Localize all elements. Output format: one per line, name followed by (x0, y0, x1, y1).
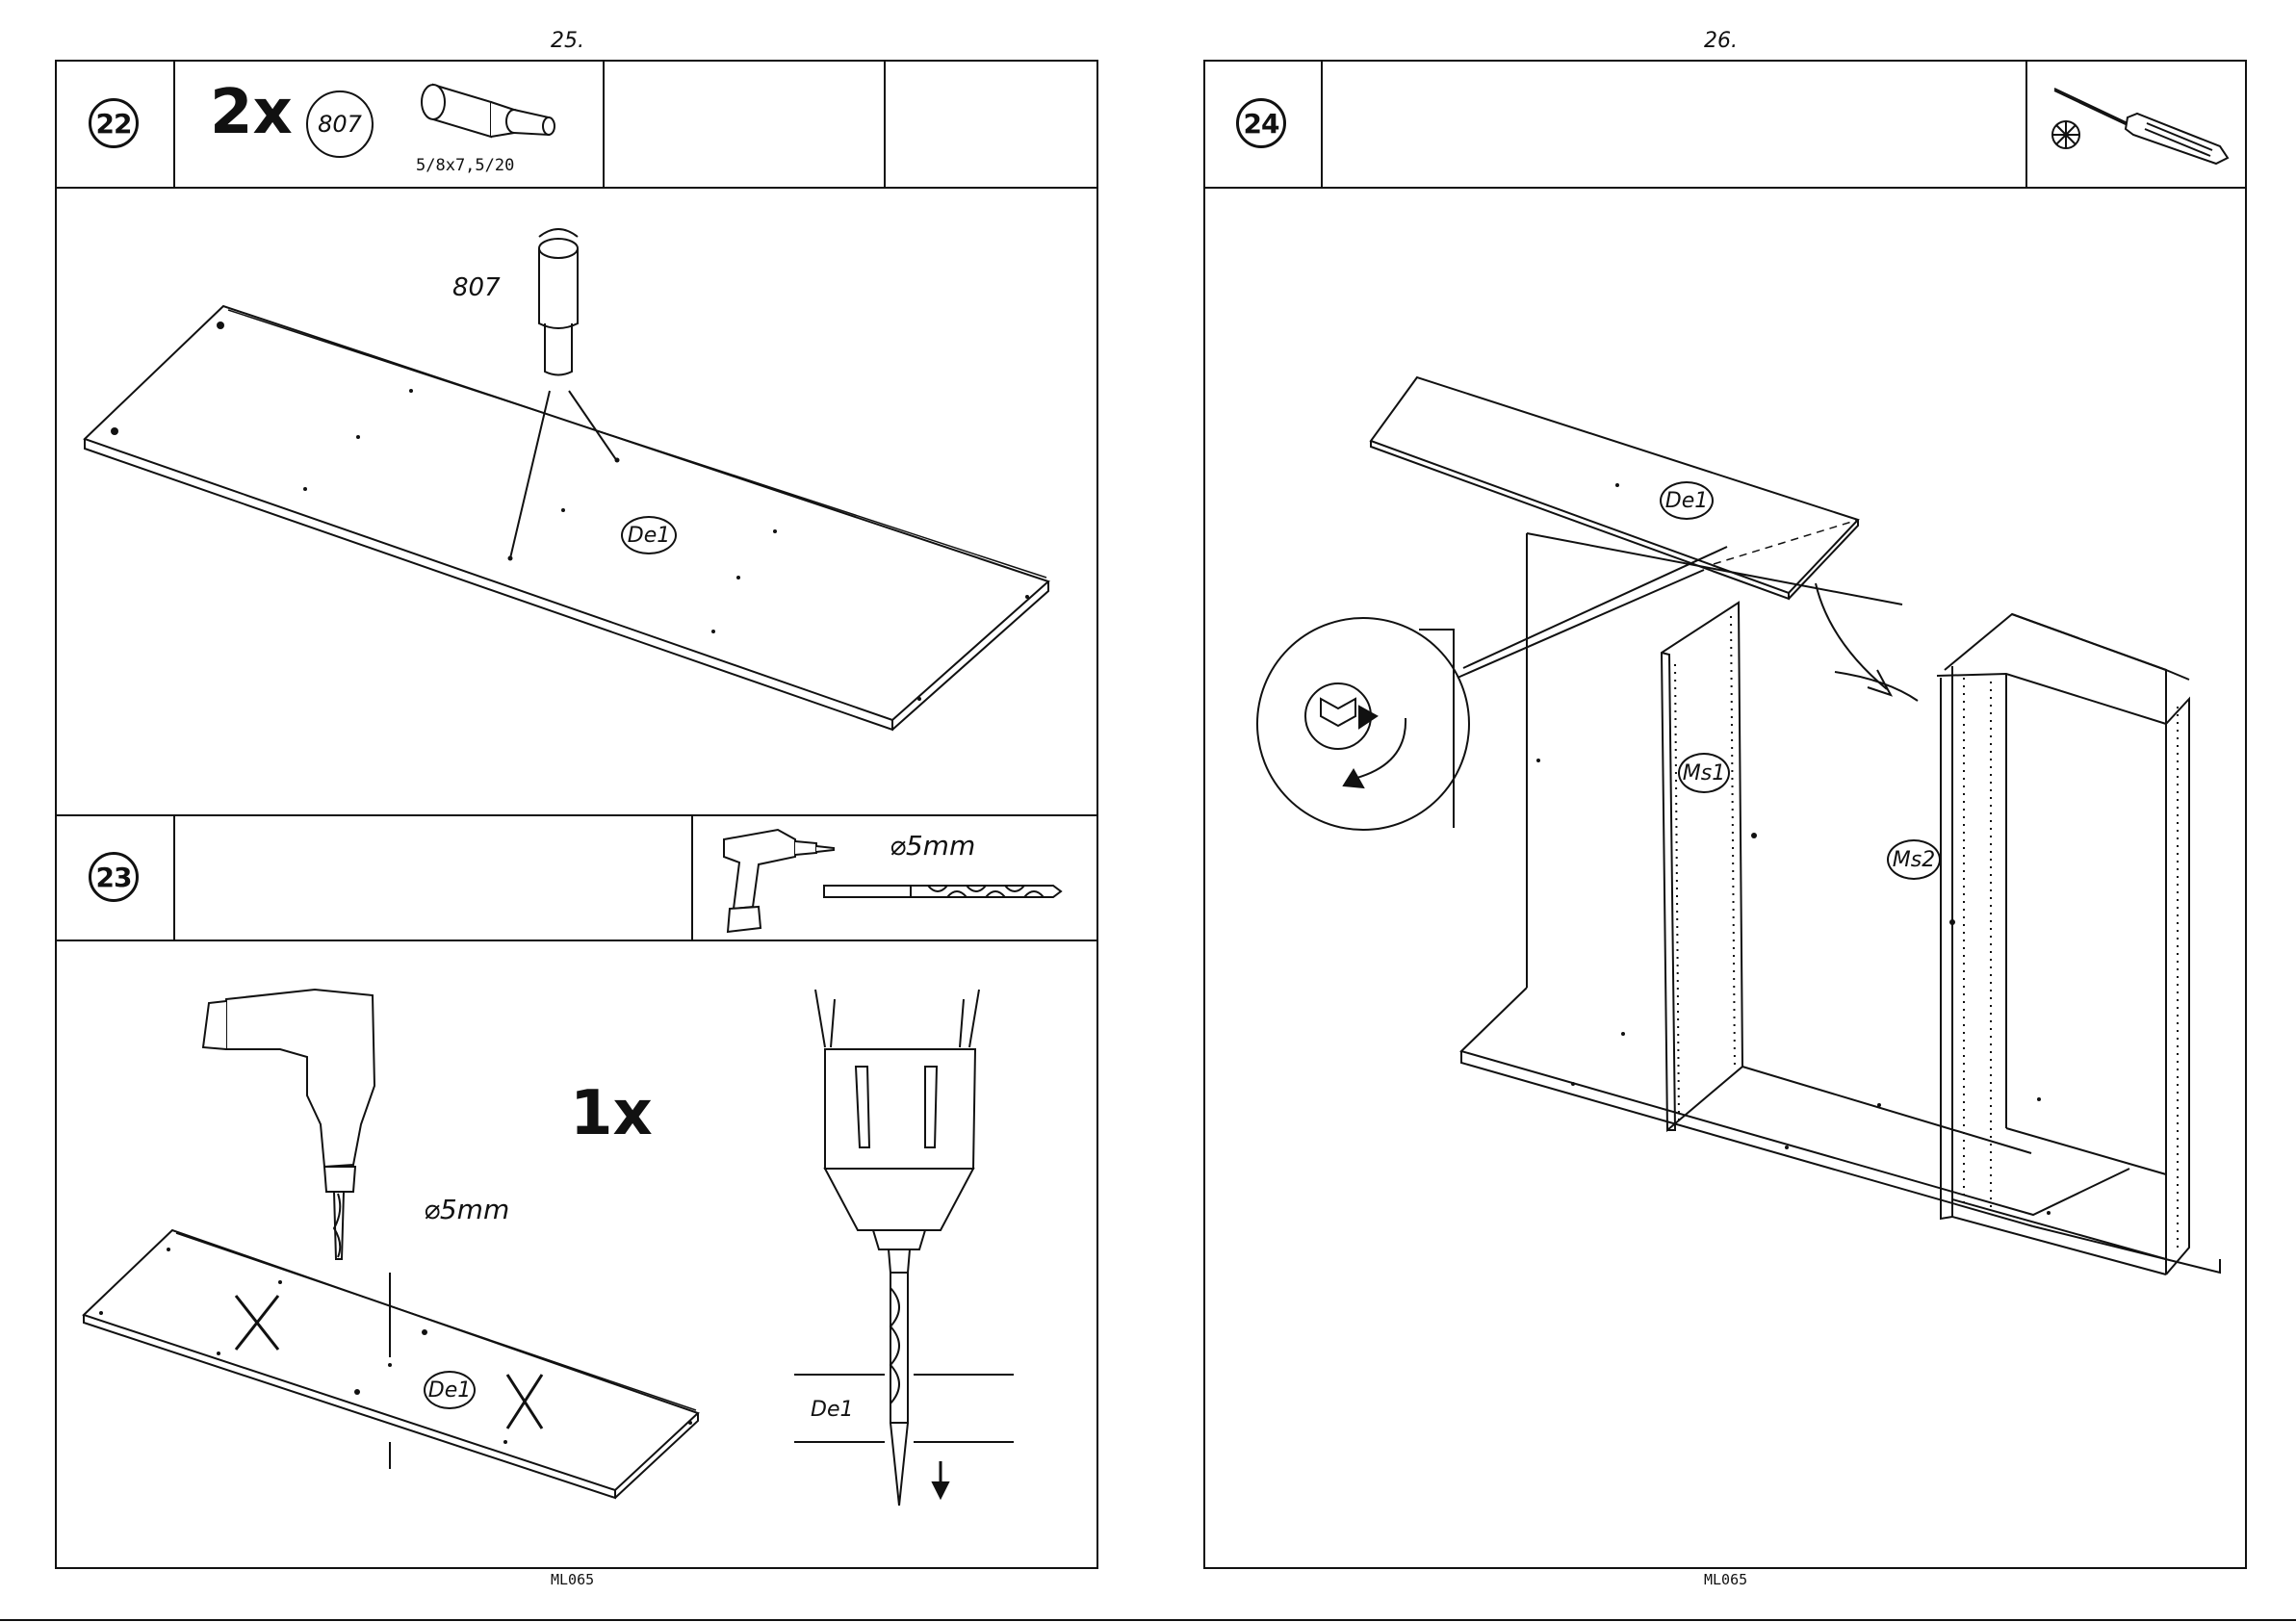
step24-drawing (1203, 189, 2247, 1565)
side-panel-1-label: Ms1 (1678, 753, 1730, 793)
footer-code: ML065 (551, 1571, 594, 1588)
drill-bit-icon (822, 878, 1063, 907)
part-dimension: 5/8x7,5/20 (416, 156, 514, 175)
step-number: 23 (89, 852, 139, 902)
power-drill-icon (720, 820, 836, 938)
page-number: 26. (1704, 29, 1738, 53)
part-code-badge: 807 (306, 90, 374, 158)
footer-code: ML065 (1704, 1571, 1747, 1588)
screwdriver-icon (2041, 75, 2233, 171)
detail-panel-label: De1 (811, 1398, 853, 1422)
callout-part-label: 807 (452, 273, 501, 302)
panel-label: De1 (424, 1371, 476, 1409)
step-quantity: 1x (570, 1078, 653, 1149)
part-quantity: 2x (210, 77, 293, 148)
tool-drill-size: ⌀5mm (890, 830, 975, 862)
step-number: 22 (89, 98, 139, 148)
step23-drawing (55, 941, 1098, 1567)
top-panel-label: De1 (1660, 481, 1714, 520)
step-number: 24 (1236, 98, 1286, 148)
side-panel-2-label: Ms2 (1887, 839, 1941, 880)
panel-label: De1 (621, 516, 677, 554)
dowel-icon (414, 69, 568, 148)
page-number: 25. (551, 29, 584, 53)
bottom-rule (0, 1619, 2296, 1621)
step22-drawing (55, 189, 1098, 814)
drill-size-label: ⌀5mm (424, 1194, 509, 1225)
